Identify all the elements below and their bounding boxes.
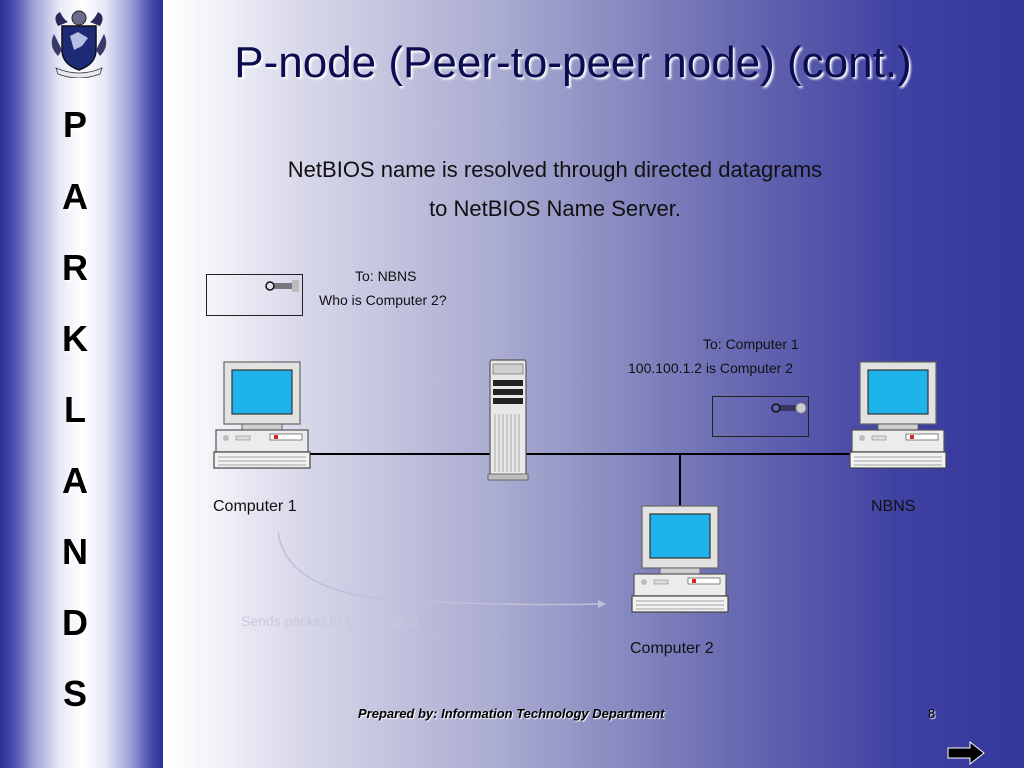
computer-1-label: Computer 1 [213,498,297,515]
school-crest-icon [51,10,107,78]
packet2-message-label: 100.100.1.2 is Computer 2 [628,360,793,376]
packet-envelope-2 [712,396,809,437]
packet-arrow-icon [265,280,299,292]
page-number: 8 [928,706,936,721]
sidebar-letter: L [64,389,86,430]
subtitle-line-1: NetBIOS name is resolved through directe… [287,157,823,182]
sidebar-letter: R [62,247,88,288]
slide-title: P-node (Peer-to-peer node) (cont.) [234,38,912,87]
sidebar-letter: P [62,104,87,145]
send-path-curve [277,531,606,608]
sends-packet-label: Sends packet to Computer 2 [241,613,419,629]
sidebar-letter: S [62,673,87,714]
sidebar: P A R K L A N D S [0,0,163,768]
server-tower-icon [487,359,529,481]
sidebar-letter: D [62,602,88,643]
sidebar-letter: N [62,531,88,572]
packet2-to-label: To: Computer 1 [703,336,799,352]
computer-2-icon [631,505,729,613]
subtitle-line-2: to NetBIOS Name Server. [429,196,681,221]
packet-arrow-icon [771,402,806,414]
packet-envelope-1 [206,274,303,316]
nbns-computer-icon [849,361,947,469]
network-drop-line [679,454,681,512]
packet1-to-label: To: NBNS [355,268,417,284]
footer-prepared-by: Prepared by: Information Technology Depa… [358,706,665,721]
sidebar-letter: A [62,460,88,501]
nbns-label: NBNS [871,498,916,515]
computer-2-label: Computer 2 [630,640,714,657]
sidebar-letter: A [62,176,88,217]
network-bus-line [262,453,892,455]
next-slide-arrow-icon[interactable] [946,741,986,765]
sidebar-letter: K [62,318,88,359]
packet1-message-label: Who is Computer 2? [319,292,447,308]
computer-1-icon [213,361,311,469]
